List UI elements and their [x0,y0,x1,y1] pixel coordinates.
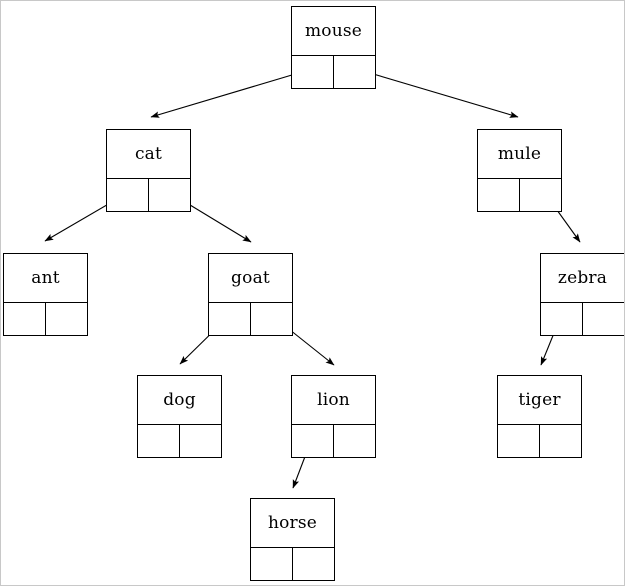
tree-node-tiger[interactable]: tiger [497,375,582,458]
node-label: dog [163,389,196,410]
node-label: mouse [304,20,363,41]
node-label: zebra [557,267,608,288]
left-pointer-cell[interactable] [541,303,583,335]
left-pointer-cell[interactable] [251,548,293,580]
node-label: mule [497,143,542,164]
right-pointer-cell[interactable] [180,425,221,457]
left-pointer-cell[interactable] [498,425,540,457]
node-label: goat [231,267,270,288]
tree-node-dog[interactable]: dog [137,375,222,458]
left-pointer-cell[interactable] [4,303,46,335]
node-label: horse [267,512,318,533]
node-pointer-cells [138,424,221,457]
node-pointer-cells [4,302,87,335]
right-pointer-cell[interactable] [520,179,561,211]
node-pointer-cells [107,178,190,211]
left-pointer-cell[interactable] [107,179,149,211]
node-pointer-cells [251,547,334,580]
pointer-arrow-mouse-right [352,67,519,118]
right-pointer-cell[interactable] [46,303,87,335]
tree-node-ant[interactable]: ant [3,253,88,336]
node-pointer-cells [292,424,375,457]
right-pointer-cell[interactable] [540,425,581,457]
pointer-arrow-mouse-left [150,68,313,118]
tree-node-cat[interactable]: cat [106,129,191,212]
node-pointer-cells [541,302,624,335]
tree-node-mule[interactable]: mule [477,129,562,212]
tree-node-mouse[interactable]: mouse [291,6,376,89]
right-pointer-cell[interactable] [293,548,334,580]
tree-node-lion[interactable]: lion [291,375,376,458]
left-pointer-cell[interactable] [138,425,180,457]
node-label: tiger [518,389,561,410]
right-pointer-cell[interactable] [583,303,624,335]
tree-node-horse[interactable]: horse [250,498,335,581]
right-pointer-cell[interactable] [334,425,375,457]
left-pointer-cell[interactable] [478,179,520,211]
node-pointer-cells [209,302,292,335]
node-label: cat [134,143,163,164]
node-pointer-cells [478,178,561,211]
node-pointer-cells [498,424,581,457]
left-pointer-cell[interactable] [292,425,334,457]
left-pointer-cell[interactable] [292,56,334,88]
right-pointer-cell[interactable] [149,179,190,211]
left-pointer-cell[interactable] [209,303,251,335]
tree-node-goat[interactable]: goat [208,253,293,336]
node-pointer-cells [292,55,375,88]
right-pointer-cell[interactable] [251,303,292,335]
tree-node-zebra[interactable]: zebra [540,253,624,336]
node-label: ant [31,267,60,288]
node-label: lion [317,389,350,410]
right-pointer-cell[interactable] [334,56,375,88]
